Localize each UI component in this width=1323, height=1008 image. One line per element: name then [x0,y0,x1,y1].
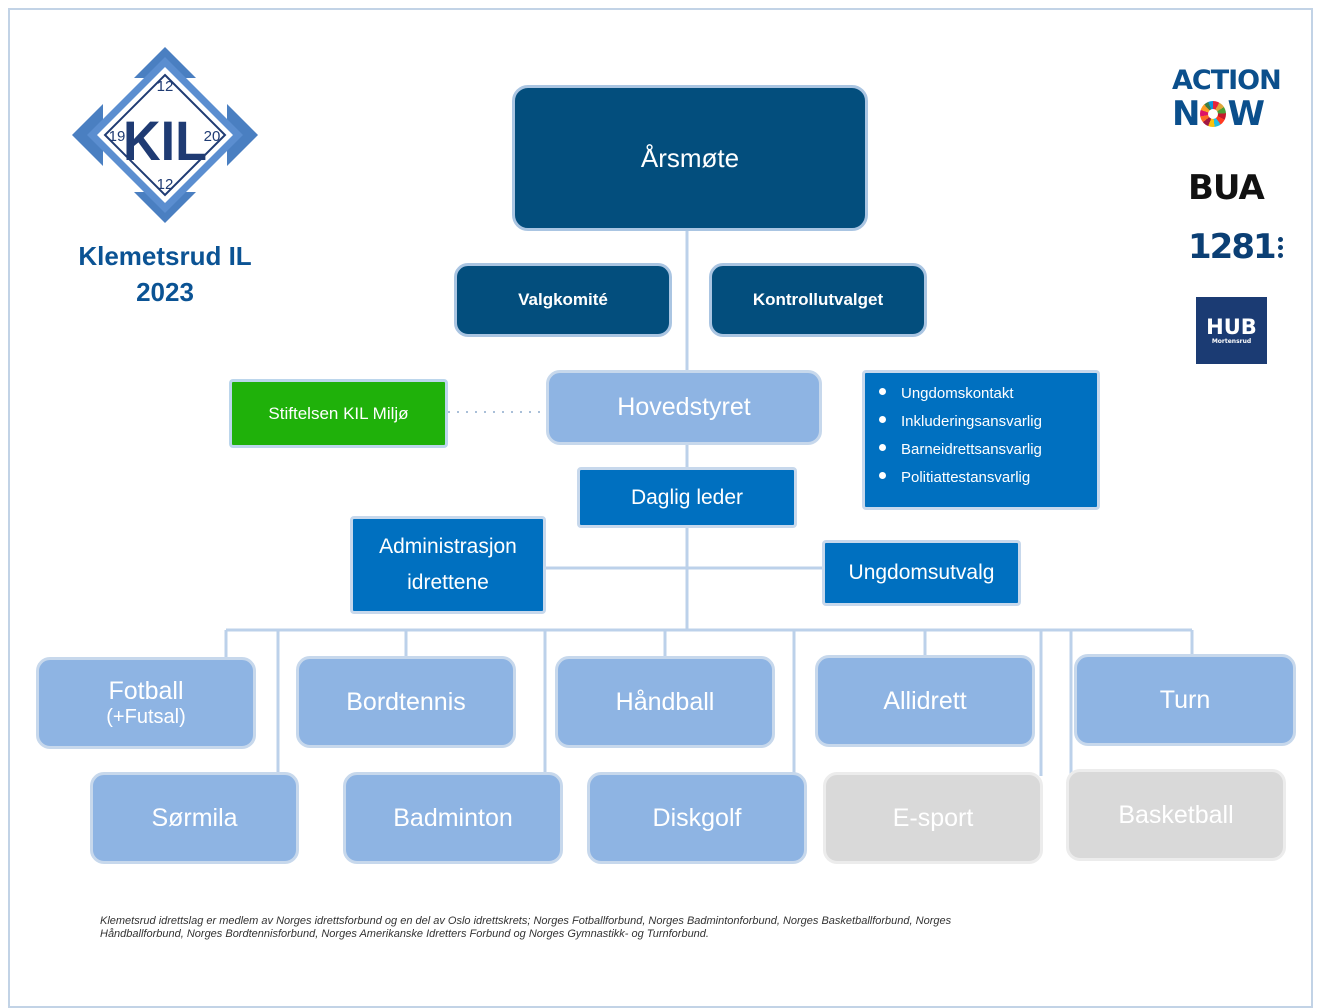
kontrollutvalget-label: Kontrollutvalget [752,290,884,309]
diskgolf-label: Diskgolf [652,803,742,832]
bordtennis-box[interactable]: Bordtennis [296,656,516,748]
basketball-box[interactable]: Basketball [1066,769,1286,861]
valgkomite-label: Valgkomité [518,290,608,309]
club-year: 2023 [136,277,194,307]
basketball-label: Basketball [1118,800,1234,829]
diskgolf-box[interactable]: Diskgolf [587,772,807,864]
administrasjon-line1: Administrasjon [379,535,517,558]
arsmote-box[interactable]: Årsmøte [512,85,868,231]
role-item: Ungdomskontakt [879,383,1097,411]
hovedstyret-box[interactable]: Hovedstyret [546,370,822,445]
administrasjon-line2: idrettene [407,571,489,594]
now-w: W [1227,94,1265,134]
kontrollutvalget-box[interactable]: Kontrollutvalget [709,263,927,337]
hub-sub: Mortensrud [1211,338,1252,345]
logo-top-number: 12 [157,78,174,95]
fotball-box[interactable]: Fotball (+Futsal) [36,657,256,749]
kil-logo: 12 12 19 20 KIL [72,47,258,223]
role-item: Inkluderingsansvarlig [879,411,1097,439]
bua-logo: BUA [1188,168,1265,208]
stiftelsen-box[interactable]: Stiftelsen KIL Miljø [229,379,448,448]
sormila-label: Sørmila [151,803,238,832]
handball-box[interactable]: Håndball [555,656,775,748]
daglig-leder-label: Daglig leder [630,485,744,509]
fotball-label: Fotball [108,677,184,705]
logo-left-number: 19 [109,128,126,145]
valgkomite-box[interactable]: Valgkomité [454,263,672,337]
logo-bottom-number: 12 [157,176,174,193]
hovedstyret-label: Hovedstyret [617,393,751,421]
membership-footnote: Klemetsrud idrettslag er medlem av Norge… [100,915,1230,941]
logo-right-number: 20 [204,128,221,145]
fotball-sub-label: (+Futsal) [106,706,186,728]
arsmote-label: Årsmøte [640,142,740,173]
role-item: Barneidrettsansvarlig [879,439,1097,467]
badminton-box[interactable]: Badminton [343,772,563,864]
sponsor-1281-text: 1281 [1188,227,1277,267]
logo-arrows [72,47,258,223]
sponsor-1281-logo: 1281 [1188,227,1283,267]
administrasjon-box[interactable]: Administrasjon idrettene [350,516,546,614]
ungdomsutvalg-label: Ungdomsutvalg [848,561,995,584]
dots-icon [1277,236,1283,258]
turn-label: Turn [1159,685,1211,714]
hub-logo: HUB Mortensrud [1196,297,1267,364]
action-now-logo: ACTION N W [1172,65,1282,134]
roles-list: Ungdomskontakt Inkluderingsansvarlig Bar… [879,383,1097,495]
footnote-line-1: Klemetsrud idrettslag er medlem av Norge… [100,915,952,927]
roles-box[interactable]: Ungdomskontakt Inkluderingsansvarlig Bar… [862,370,1100,510]
sdg-wheel-icon [1200,101,1227,127]
role-item: Politiattestansvarlig [879,467,1097,495]
logo-text: KIL [123,109,207,172]
ungdomsutvalg-box[interactable]: Ungdomsutvalg [822,540,1021,606]
handball-label: Håndball [615,687,715,716]
stiftelsen-label: Stiftelsen KIL Miljø [268,403,409,423]
footnote-line-2: Håndballforbund, Norges Bordtennisforbun… [100,928,709,940]
action-text: ACTION [1172,65,1282,96]
now-n: N [1172,94,1200,134]
bordtennis-label: Bordtennis [346,687,466,716]
hub-title: HUB [1206,315,1257,339]
allidrett-label: Allidrett [883,686,967,715]
badminton-label: Badminton [393,803,513,832]
sormila-box[interactable]: Sørmila [90,772,299,864]
allidrett-box[interactable]: Allidrett [815,655,1035,747]
turn-box[interactable]: Turn [1074,654,1296,746]
esport-label: E-sport [892,803,974,832]
club-name: Klemetsrud IL [78,241,252,271]
esport-box[interactable]: E-sport [823,772,1043,864]
club-title: Klemetsrud IL 2023 [40,238,290,310]
daglig-leder-box[interactable]: Daglig leder [577,467,797,528]
